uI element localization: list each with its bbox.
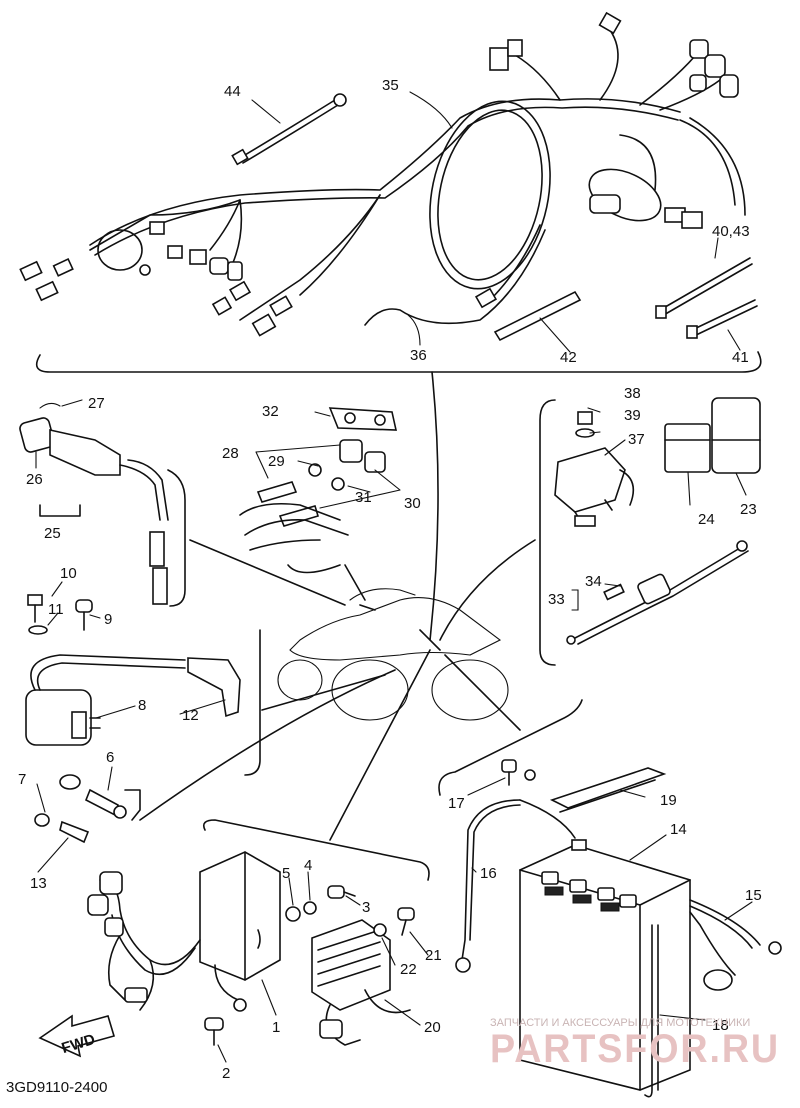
starter-relay-group [539,399,635,666]
bolt-17 [501,759,536,786]
diagram-code: 3GD9110-2400 [6,1079,107,1096]
label-36: 36 [410,347,427,364]
sensor-6 [84,788,127,819]
label-32: 32 [262,403,279,420]
battery-band-19 [549,767,667,813]
label-6: 6 [106,749,114,766]
leader-lines [139,371,536,841]
label-26: 26 [26,471,43,488]
label-21: 21 [425,947,442,964]
label-3: 3 [362,899,370,916]
washer-7 [34,774,81,827]
gasket-32 [328,407,398,431]
bolt-3 [327,885,356,899]
battery-14 [519,839,691,1091]
label-9: 9 [104,611,112,628]
relay-24 [664,423,711,473]
band-41 [686,299,758,339]
label-33: 33 [548,591,565,608]
label-35: 35 [382,77,399,94]
switch-28-30 [239,439,386,574]
cable-tie-42 [493,290,582,342]
lead-wire-44 [231,93,347,166]
label-leaders [35,91,753,1063]
label-18: 18 [712,1017,729,1034]
watermark: ЗАПЧАСТИ И АКСЕССУАРЫ ДЛЯ МОТОТЕХНИКИ PA… [490,1017,780,1071]
label-39: 39 [624,407,641,424]
label-30: 30 [404,495,421,512]
watermark-tagline: ЗАПЧАСТИ И АКСЕССУАРЫ ДЛЯ МОТОТЕХНИКИ [490,1017,750,1029]
label-28: 28 [222,445,239,462]
label-14: 14 [670,821,687,838]
battery-lead-16 [455,799,576,973]
washer-11 [28,625,48,635]
bolt-2 [204,1017,224,1046]
sensor-26-group [19,402,186,607]
label-16: 16 [480,865,497,882]
label-15: 15 [745,887,762,904]
label-37: 37 [628,431,645,448]
spark-plug-cap-12 [187,629,261,776]
label-25: 25 [44,525,61,542]
washer-5 [285,906,301,922]
label-11: 11 [48,601,64,618]
battery-lead-15 [689,899,782,991]
label-20: 20 [424,1019,441,1036]
harness-connectors-left [19,221,293,337]
label-1: 1 [272,1019,280,1036]
bracket-battery [438,699,583,796]
label-24: 24 [698,511,715,528]
label-29: 29 [268,453,285,470]
rectifier-20 [311,919,411,1046]
relay-23 [711,397,761,474]
band-40-43 [655,257,753,319]
bolt-10 [27,594,43,623]
label-42: 42 [560,349,577,366]
label-34: 34 [585,573,602,590]
watermark-brand: PARTSFOR.RU [490,1027,780,1071]
label-7: 7 [18,771,26,788]
cdi-unit-1 [199,851,281,981]
part-labels: 44 35 40,43 42 41 36 27 32 28 29 31 30 2… [18,77,762,1082]
label-31: 31 [355,489,372,506]
label-19: 19 [660,792,677,809]
label-12: 12 [182,707,199,724]
label-40-43: 40,43 [712,223,750,240]
label-38: 38 [624,385,641,402]
washer-4 [303,901,317,915]
ignition-coil-8 [25,654,186,746]
washer-22 [373,923,387,937]
sensor-13 [59,820,90,844]
bolt-21 [397,907,415,936]
label-13: 13 [30,875,47,892]
label-10: 10 [60,565,77,582]
label-4: 4 [304,857,312,874]
label-2: 2 [222,1065,230,1082]
label-27: 27 [88,395,105,412]
bracket-6-7-13 [124,789,141,821]
atv-silhouette [277,588,509,721]
harness-connectors-top-right [474,11,739,309]
fwd-arrow: FWD [38,1014,116,1058]
screw-9 [75,599,93,631]
wire-harness-35 [35,29,762,373]
label-44: 44 [224,83,241,100]
breather-18 [644,924,659,1098]
label-17: 17 [448,795,465,812]
label-5: 5 [282,865,290,882]
label-22: 22 [400,961,417,978]
label-23: 23 [740,501,757,518]
cable-33 [566,540,749,645]
label-41: 41 [732,349,749,366]
bracket-cdi [202,819,430,881]
cdi-harness [87,871,247,1012]
label-8: 8 [138,697,146,714]
